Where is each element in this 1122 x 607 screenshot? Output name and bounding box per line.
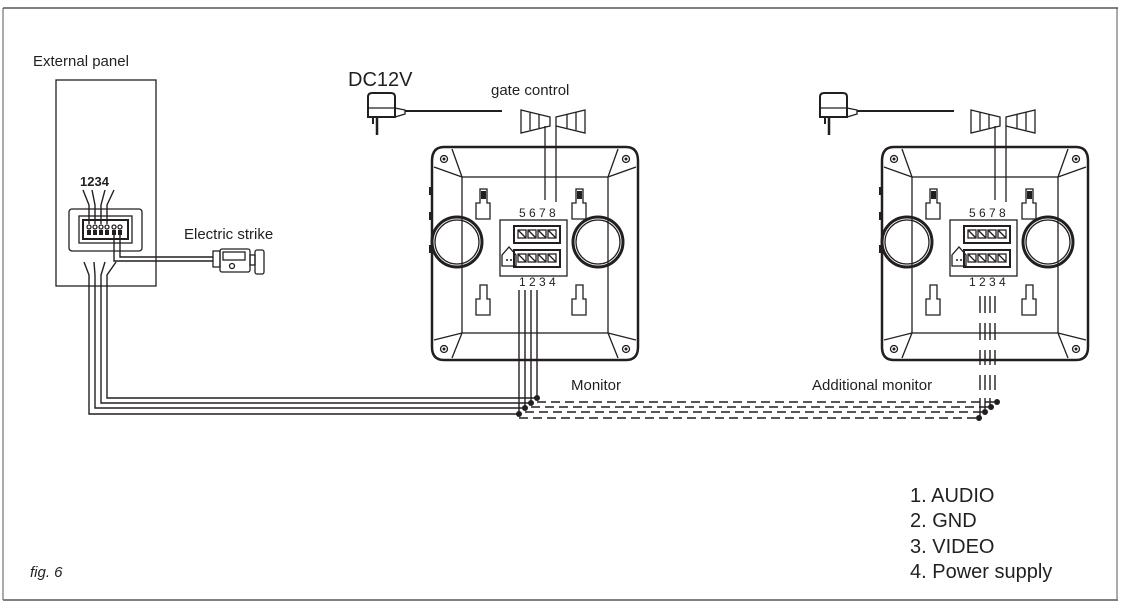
additional-monitor-label: Additional monitor [812, 377, 932, 394]
external-panel-body [55, 79, 157, 287]
external-panel-terminal-numbers: 1234 [80, 174, 110, 189]
external-panel-terminal-housing [68, 208, 143, 252]
monitor-mount-hooks [475, 188, 587, 316]
legend-item: 2. GND [910, 510, 977, 532]
electric-strike: Electric strike [113, 226, 273, 275]
dc12v-adapter: DC12V [348, 69, 502, 135]
gate-control: gate control [491, 82, 586, 202]
additional-gate-control [970, 109, 1036, 202]
figure-caption: fig. 6 [30, 564, 63, 581]
electric-strike-label: Electric strike [184, 226, 273, 243]
additional-monitor-top-terminal-numbers: 5 6 7 8 [969, 206, 1006, 220]
additional-monitor-speaker-left [880, 215, 934, 269]
additional-dc-adapter [819, 92, 954, 135]
monitor-power-connector [501, 246, 517, 267]
additional-monitor: 5 6 7 8 1 2 3 4 [879, 145, 1090, 362]
external-panel-upper-wires [82, 189, 115, 224]
additional-monitor-drops [979, 296, 996, 418]
monitor-top-terminal-numbers: 5 6 7 8 [519, 206, 556, 220]
monitor-label: Monitor [571, 377, 621, 394]
monitor-screws [439, 154, 631, 354]
external-panel-label: External panel [33, 53, 129, 70]
legend-item: 1. AUDIO [910, 485, 994, 507]
external-panel-screws [86, 224, 123, 235]
monitor-terminal-box [499, 219, 568, 277]
monitor: 5 6 7 8 1 2 3 4 [429, 145, 640, 362]
external-panel-lower-wires [83, 261, 117, 300]
additional-monitor-speaker-right [1021, 215, 1075, 269]
bus-wiring [88, 290, 1000, 421]
figure-frame [2, 7, 1118, 601]
legend-item: 3. VIDEO [910, 536, 994, 558]
monitor-speaker-right [571, 215, 625, 269]
external-panel: External panel 1234 [33, 53, 157, 300]
additional-monitor-bottom-terminal-numbers: 1 2 3 4 [969, 275, 1006, 289]
gate-control-label: gate control [491, 82, 569, 99]
monitor-bottom-terminal-numbers: 1 2 3 4 [519, 275, 556, 289]
monitor-terminal-screws [517, 229, 557, 263]
external-panel-terminal-frame [78, 215, 133, 244]
dc12v-label: DC12V [348, 69, 413, 91]
additional-monitor-mount-hooks [925, 188, 1037, 316]
monitor-speaker-left [430, 215, 484, 269]
electric-strike-keeper [254, 249, 265, 275]
monitor-inner-panel [461, 176, 609, 334]
additional-monitor-terminal-screws [967, 229, 1007, 263]
additional-monitor-screws [889, 154, 1081, 354]
legend: 1. AUDIO 2. GND 3. VIDEO 4. Power supply [910, 485, 1052, 583]
additional-monitor-terminal-box [949, 219, 1018, 277]
legend-item: 4. Power supply [910, 561, 1052, 583]
